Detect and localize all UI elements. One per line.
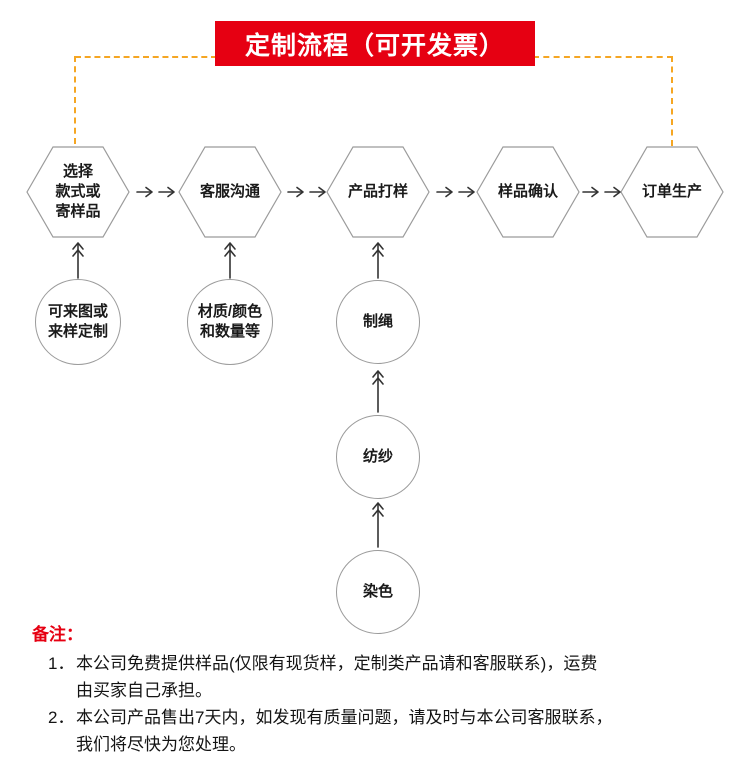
hex-service-communication: 客服沟通	[178, 144, 282, 240]
hex-select-style-label: 选择 款式或 寄样品	[55, 163, 101, 220]
hex-order-production: 订单生产	[620, 144, 724, 240]
circle-custom-by-image: 可来图或 来样定制	[35, 279, 121, 365]
notes-title: 备注：	[32, 625, 83, 644]
note-2-line-1: 本公司产品售出7天内，如发现有质量问题，请及时与本公司客服联系，	[76, 708, 613, 727]
hexagon-shape	[26, 146, 130, 238]
dashed-line-left-vertical	[74, 56, 76, 144]
arrow-up-to-hex2-icon	[224, 242, 236, 279]
arrow-up-dyeing-to-spinning-icon	[372, 502, 384, 548]
hexagon-shape	[476, 146, 580, 238]
arrow-up-to-hex1-icon	[72, 242, 84, 279]
arrow-right-4-icon	[582, 186, 621, 198]
circle-material-color-quantity: 材质/颜色 和数量等	[187, 279, 273, 365]
circle-spinning: 纺纱	[336, 415, 420, 499]
title-banner: 定制流程（可开发票）	[215, 21, 535, 66]
note-1-line-1: 本公司免费提供样品(仅限有现货样，定制类产品请和客服联系)，运费	[76, 654, 598, 673]
dashed-line-right-horizontal	[533, 56, 673, 58]
hex-product-sampling: 产品打样	[326, 144, 430, 240]
notes-list: 1． 本公司免费提供样品(仅限有现货样，定制类产品请和客服联系)，运费 由买家自…	[48, 650, 740, 758]
hex-sample-confirmation-label: 样品确认	[497, 183, 558, 200]
circle-dyeing-label: 染色	[362, 583, 393, 600]
note-item-1: 1． 本公司免费提供样品(仅限有现货样，定制类产品请和客服联系)，运费 由买家自…	[48, 650, 740, 704]
hex-product-sampling-label: 产品打样	[347, 183, 408, 200]
hexagon-shape	[326, 146, 430, 238]
circle-dyeing: 染色	[336, 550, 420, 634]
dashed-line-right-vertical	[671, 56, 673, 146]
hexagon-shape	[178, 146, 282, 238]
note-2-text: 本公司产品售出7天内，如发现有质量问题，请及时与本公司客服联系， 我们将尽快为您…	[76, 704, 740, 758]
arrow-right-3-icon	[436, 186, 475, 198]
hex-sample-confirmation: 样品确认	[476, 144, 580, 240]
note-1-number: 1．	[48, 654, 75, 673]
arrow-up-to-hex3-icon	[372, 242, 384, 279]
circle-custom-by-image-label: 可来图或 来样定制	[47, 303, 108, 340]
note-1-text: 本公司免费提供样品(仅限有现货样，定制类产品请和客服联系)，运费 由买家自己承担…	[76, 650, 740, 704]
arrow-right-1-icon	[136, 186, 175, 198]
hexagon-shape	[620, 146, 724, 238]
note-1-line-2: 由买家自己承担。	[76, 681, 212, 700]
circle-material-color-quantity-label: 材质/颜色 和数量等	[197, 303, 263, 340]
hex-order-production-label: 订单生产	[641, 183, 702, 200]
page-title: 定制流程（可开发票）	[244, 31, 505, 60]
hex-select-style: 选择 款式或 寄样品	[26, 144, 130, 240]
hex-service-communication-label: 客服沟通	[199, 183, 260, 200]
circle-rope-making-label: 制绳	[362, 313, 393, 330]
arrow-right-2-icon	[287, 186, 326, 198]
note-2-line-2: 我们将尽快为您处理。	[76, 735, 246, 754]
circle-spinning-label: 纺纱	[362, 448, 393, 465]
arrow-up-spinning-to-rope-icon	[372, 370, 384, 413]
dashed-line-left-horizontal	[75, 56, 217, 58]
note-item-2: 2． 本公司产品售出7天内，如发现有质量问题，请及时与本公司客服联系， 我们将尽…	[48, 704, 740, 758]
circle-rope-making: 制绳	[336, 280, 420, 364]
note-2-number: 2．	[48, 708, 75, 727]
